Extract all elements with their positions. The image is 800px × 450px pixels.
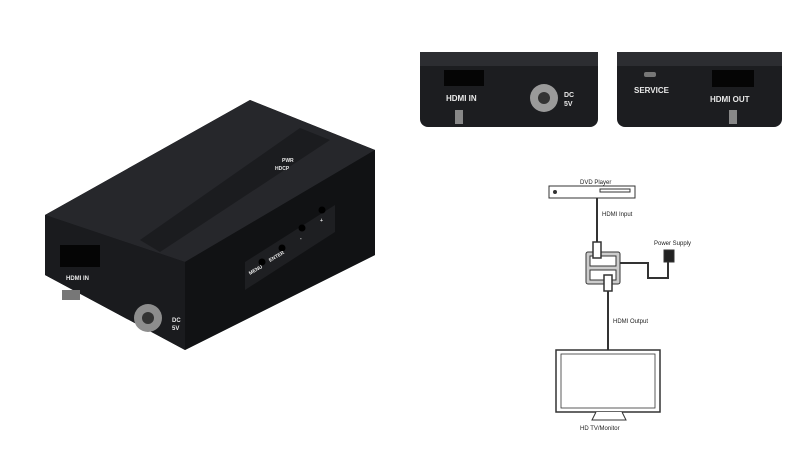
minus-label: -	[300, 236, 302, 242]
screw-mount	[729, 110, 737, 124]
screw-mount	[62, 290, 80, 300]
screw-mount	[455, 110, 463, 124]
plus-button[interactable]	[318, 206, 326, 214]
dc-label: DC	[172, 318, 181, 324]
front-voltage-label: 5V	[564, 101, 573, 108]
minus-button[interactable]	[298, 224, 306, 232]
device-photo: PWR HDCP MENU ENTER - + HDMI IN DC 5V	[45, 100, 375, 350]
connection-diagram: DVD Player HDMI Input Power Supply HDMI …	[548, 180, 691, 432]
hdmi-in-port	[444, 70, 484, 86]
voltage-label: 5V	[172, 326, 179, 332]
hdmi-out-label: HDMI OUT	[710, 95, 750, 104]
dvd-player-label: DVD Player	[580, 180, 611, 186]
service-port	[644, 72, 656, 77]
led-label-pwr: PWR	[282, 158, 294, 164]
power-cable	[620, 262, 669, 279]
hdmi-in-label: HDMI IN	[66, 276, 89, 282]
front-panel-photo: HDMI IN DC 5V	[420, 52, 598, 127]
hdmi-output-label: HDMI Output	[613, 319, 648, 325]
tv-monitor-label: HD TV/Monitor	[580, 426, 620, 432]
rear-panel-photo: SERVICE HDMI OUT	[617, 52, 782, 127]
hdmi-out-port	[712, 70, 754, 87]
led-label-hdcp: HDCP	[275, 166, 290, 172]
enter-button[interactable]	[278, 244, 286, 252]
power-supply-icon	[663, 249, 675, 263]
service-label: SERVICE	[634, 86, 670, 95]
power-supply-label: Power Supply	[654, 241, 691, 247]
front-dc-label: DC	[564, 92, 574, 99]
hdmi-in-port	[60, 245, 100, 267]
front-hdmi-in-label: HDMI IN	[446, 94, 477, 103]
hdmi-input-label: HDMI Input	[602, 212, 633, 218]
menu-button[interactable]	[258, 258, 266, 266]
plus-label: +	[320, 218, 323, 224]
